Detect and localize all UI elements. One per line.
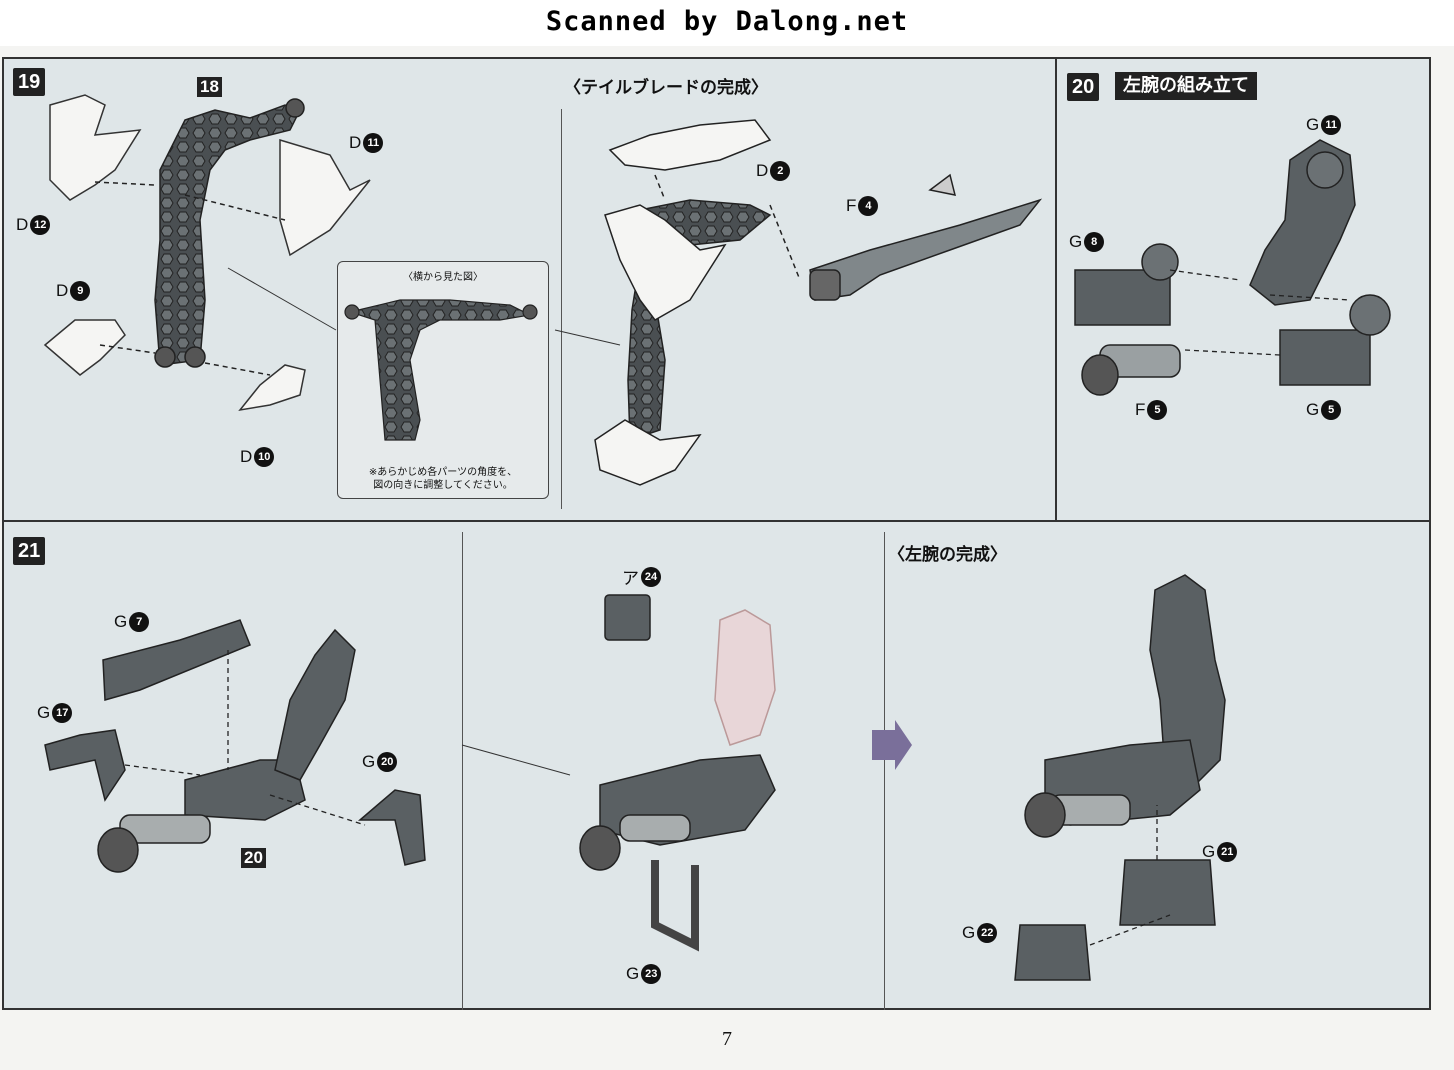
step19-divider: [561, 109, 562, 509]
tail-frame-drawing: [154, 98, 305, 368]
side-view-note-line2: 図の向きに調整してください。: [373, 480, 513, 491]
side-view-note: ※あらかじめ各パーツの角度を、 図の向きに調整してください。: [338, 466, 548, 492]
blade-f4-drawing: [809, 173, 1043, 301]
step21-divider-2: [884, 532, 885, 1010]
step21-assembly-drawing: [44, 619, 426, 873]
scan-credit: Scanned by Dalong.net: [545, 6, 909, 37]
part-20-label: 20: [241, 848, 266, 868]
step21-middle-drawing: [579, 594, 776, 952]
side-view-title: 〈横から見た図〉: [403, 272, 483, 283]
side-view-frame: [344, 299, 538, 441]
next-step-arrow-icon: [872, 720, 912, 770]
step-number-19: 19: [13, 68, 46, 96]
step20-parts-drawing: [1074, 139, 1391, 396]
side-view-note-line1: ※あらかじめ各パーツの角度を、: [368, 467, 518, 478]
left-arm-assembly-title: 左腕の組み立て: [1115, 72, 1257, 100]
tail-blade-complete-title: 〈テイルブレードの完成〉: [564, 78, 768, 98]
step-number-21: 21: [13, 537, 46, 565]
part-18-label: 18: [197, 77, 222, 97]
completed-left-arm-drawing: [1014, 574, 1226, 981]
completed-arm-arrows: [1089, 805, 1171, 946]
page-number: 7: [722, 1028, 732, 1050]
step21-arrows: [124, 650, 366, 826]
scan-header: Scanned by Dalong.net: [0, 0, 1454, 46]
assembly-arrows: [94, 174, 801, 376]
step-number-20: 20: [1067, 73, 1100, 101]
completed-tail-blade-drawing: [594, 119, 772, 486]
armor-pieces-drawing: [43, 94, 371, 412]
left-arm-complete-title: 〈左腕の完成〉: [888, 545, 1007, 565]
step21-divider-1: [462, 532, 463, 1010]
step20-arrows: [1169, 269, 1351, 356]
